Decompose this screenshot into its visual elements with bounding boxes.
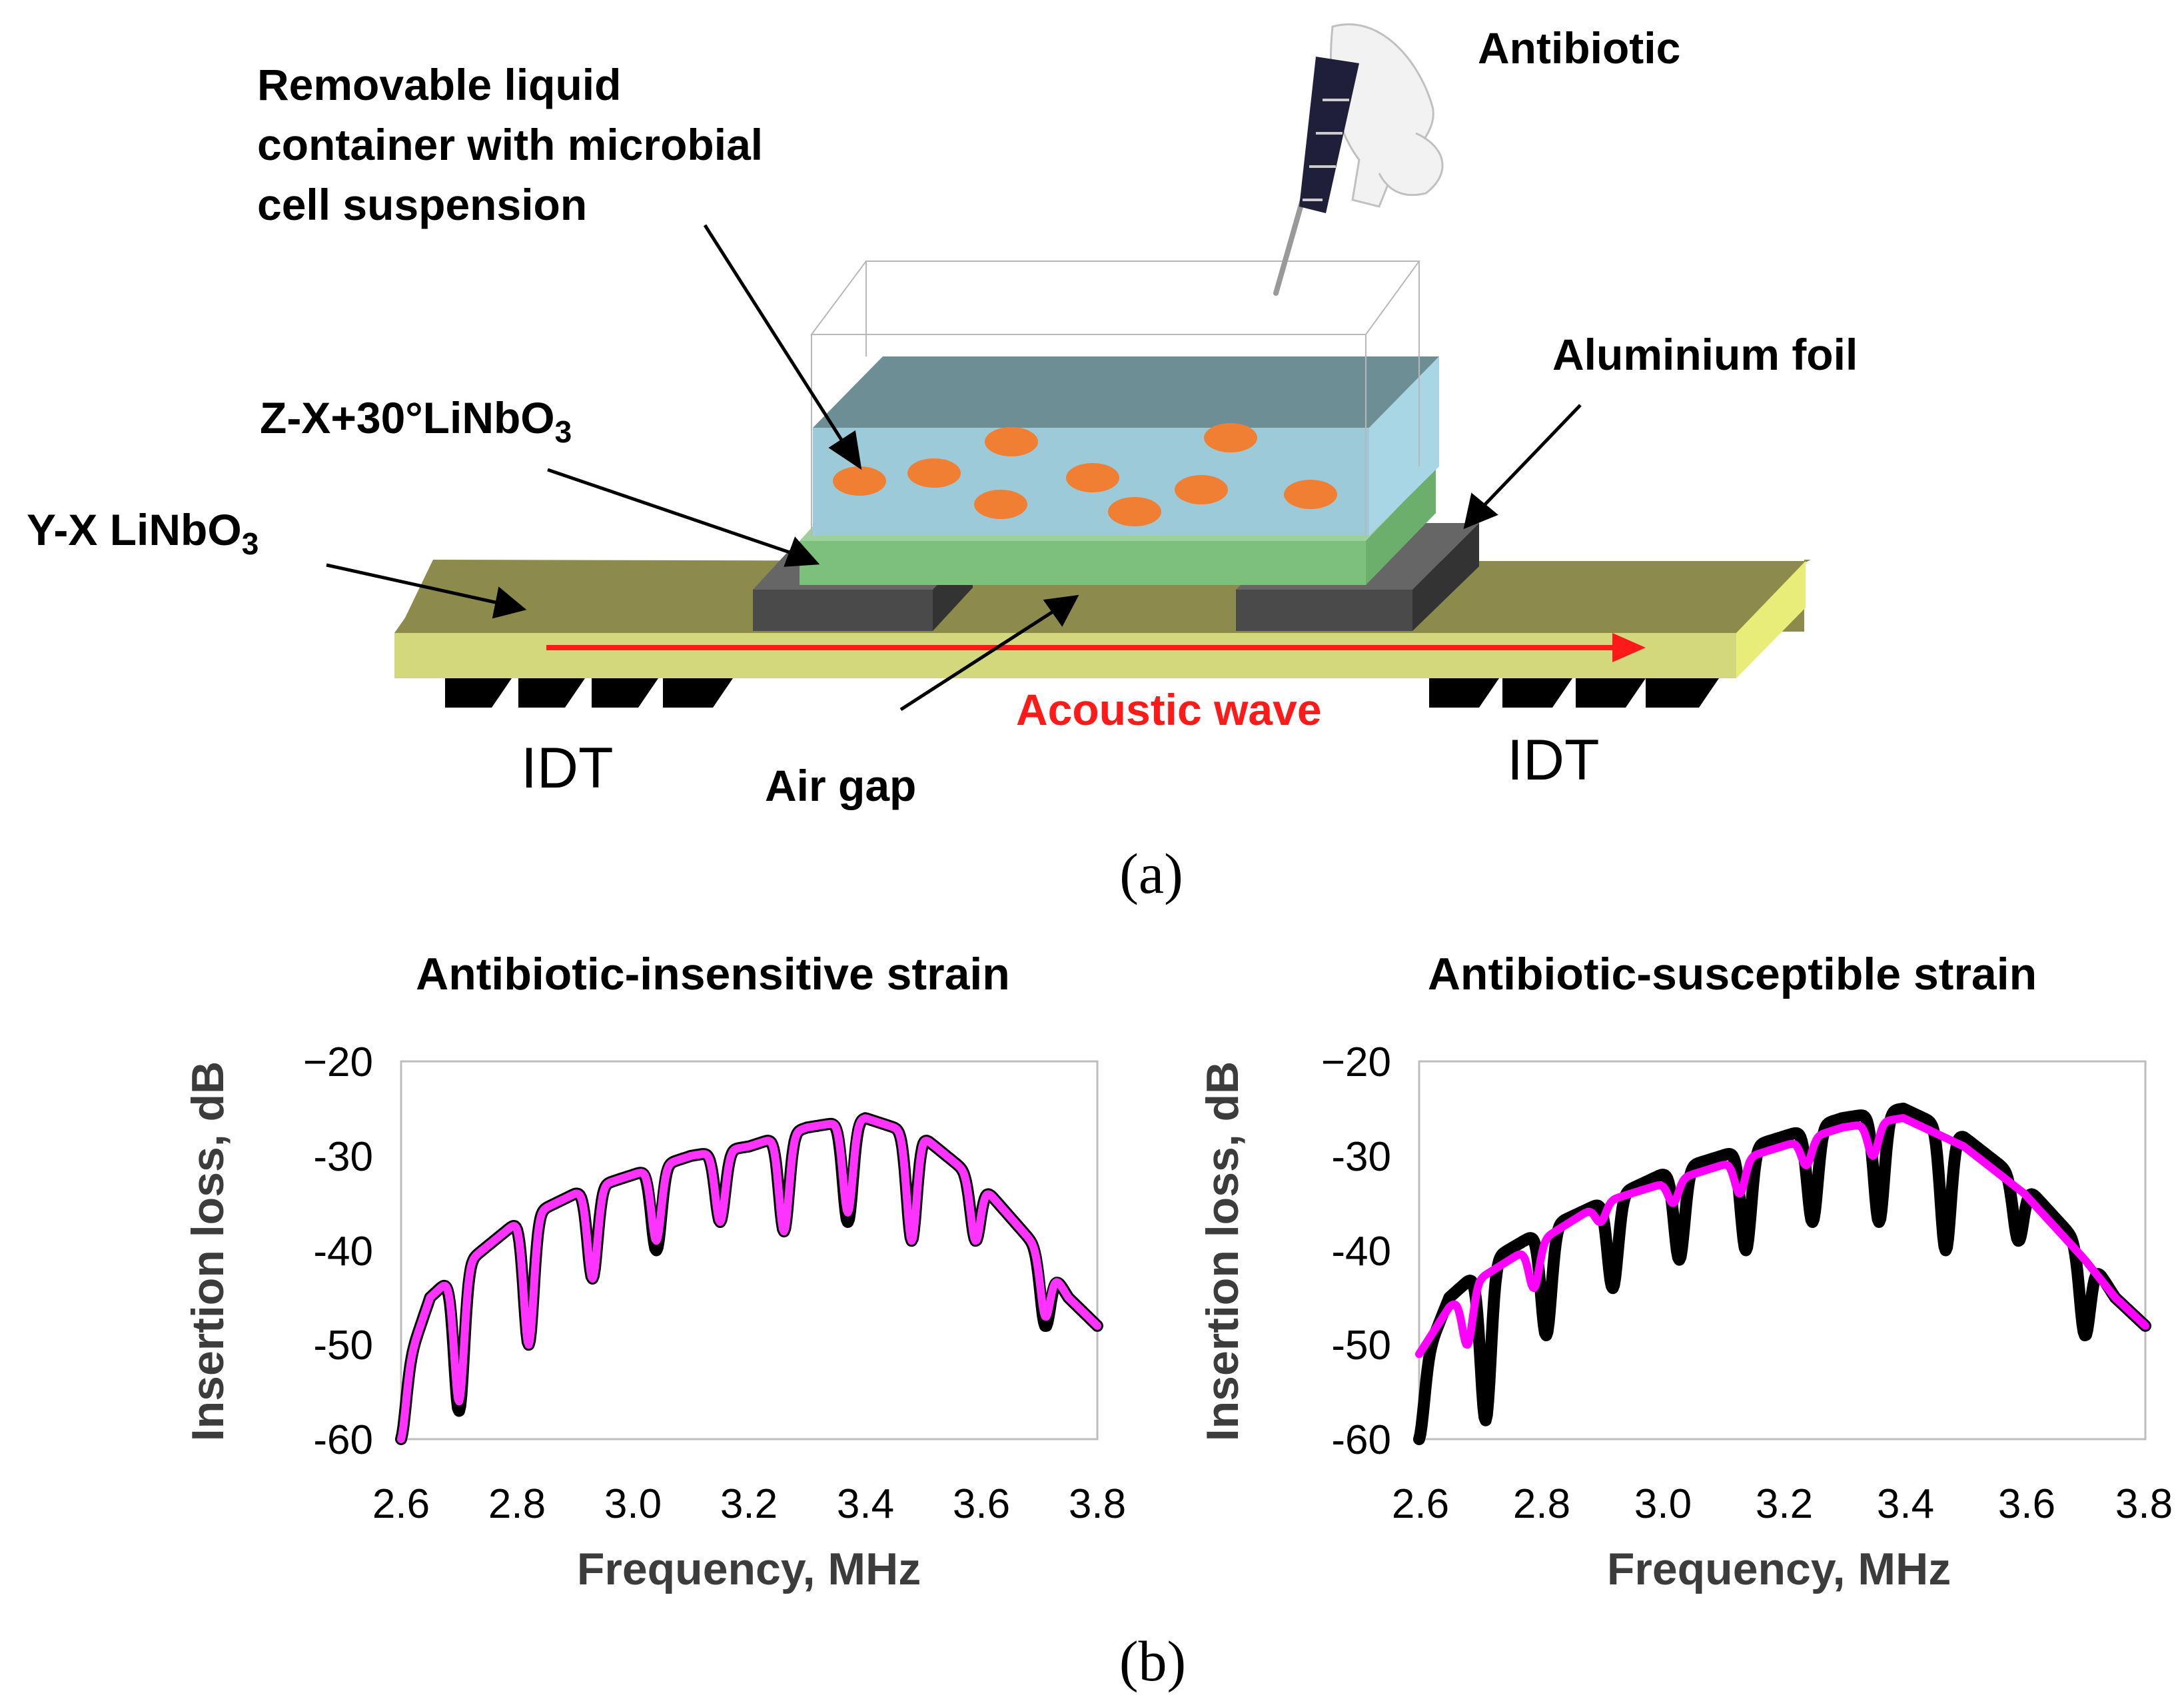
chart-right-title: Antibiotic-susceptible strain [1428,949,2037,999]
arrow-foil [1483,404,1582,506]
chart-left-marks [395,1112,1103,1445]
x-tick-label: 2.6 [1392,1481,1449,1527]
label-zx-linbo3: Z-X+30°LiNbO3 [260,393,572,449]
x-tick-label: 3.0 [1634,1481,1692,1527]
chart-right-ylabel: Insertion loss, dB [1197,1061,1248,1442]
x-tick-label: 3.2 [1756,1481,1813,1527]
y-tick-label: -50 [1331,1323,1391,1369]
caption-a: (a) [1119,842,1183,905]
label-acoustic-wave: Acoustic wave [1016,685,1322,734]
label-air-gap: Air gap [765,761,916,810]
y-tick-label: -40 [1331,1229,1391,1275]
arrow-airgap [899,608,1057,712]
chart-left-ylabel: Insertion loss, dB [183,1061,233,1442]
chart-right-xlabel: Frequency, MHz [1607,1544,1951,1594]
y-tick-label: −20 [303,1039,373,1085]
x-tick-label: 3.4 [1877,1481,1934,1527]
chart-right-plot-area [1418,1060,2147,1440]
idt-left-electrodes [445,678,733,708]
chart-left-yticks: −20 -30 -40 -50 -60 [303,1039,373,1463]
idt-right-electrodes [1429,678,1719,708]
acoustic-wave-arrow [546,633,1646,662]
y-tick-label: -40 [313,1229,373,1275]
series-line-2 [397,1114,1101,1443]
chart-right-xticks: 2.6 2.8 3.0 3.2 3.4 3.6 3.8 [1392,1481,2173,1527]
label-aluminium-foil: Aluminium foil [1552,330,1858,379]
y-tick-label: −20 [1321,1039,1391,1085]
label-idt-right: IDT [1507,728,1600,792]
x-tick-label: 3.4 [837,1481,894,1527]
arrow-zx [547,468,792,555]
series-line-1 [1413,1102,2151,1445]
x-tick-label: 2.6 [372,1481,430,1527]
panel-a-schematic: Antibiotic Removable liquid container wi… [27,23,1858,905]
liquid-container [810,261,1439,536]
label-container-3: cell suspension [257,180,587,229]
series-line-2 [1415,1114,2149,1359]
label-container-1: Removable liquid [257,60,621,109]
label-container-2: container with microbial [257,120,763,169]
y-tick-label: -60 [313,1417,373,1463]
y-tick-label: -60 [1331,1417,1391,1463]
chart-right-yticks: −20 -30 -40 -50 -60 [1321,1039,1391,1463]
chart-left-title: Antibiotic-insensitive strain [416,949,1010,999]
caption-b: (b) [1119,1629,1186,1693]
substrate-front [394,633,1736,678]
y-tick-label: -50 [313,1323,373,1369]
chart-right-marks [1413,1102,2151,1445]
arrow-yx [326,563,499,605]
pointer-arrows [326,224,1582,712]
microbial-cells [833,423,1337,526]
chart-left-xlabel: Frequency, MHz [577,1544,921,1594]
x-tick-label: 3.8 [1069,1481,1126,1527]
label-antibiotic: Antibiotic [1478,23,1680,73]
x-tick-label: 3.8 [2115,1481,2173,1527]
x-tick-label: 3.2 [720,1481,778,1527]
pipette-hand-icon [1273,23,1444,296]
chart-right: Antibiotic-susceptible strain −20 -30 -4… [1197,949,2173,1594]
arrow-container [703,224,847,446]
x-tick-label: 3.6 [953,1481,1010,1527]
chart-left-xticks: 2.6 2.8 3.0 3.2 3.4 3.6 3.8 [372,1481,1126,1527]
y-tick-label: -30 [313,1134,373,1180]
y-tick-label: -30 [1331,1134,1391,1180]
x-tick-label: 2.8 [1513,1481,1570,1527]
label-idt-left: IDT [521,736,614,800]
x-tick-label: 3.0 [604,1481,662,1527]
chart-left: Antibiotic-insensitive strain −20 -30 -4… [183,949,1126,1594]
x-tick-label: 3.6 [1998,1481,2055,1527]
x-tick-label: 2.8 [488,1481,546,1527]
label-yx-linbo3: Y-X LiNbO3 [27,505,259,561]
chart-left-plot-area [400,1060,1099,1440]
substrate-side [1736,561,1806,678]
